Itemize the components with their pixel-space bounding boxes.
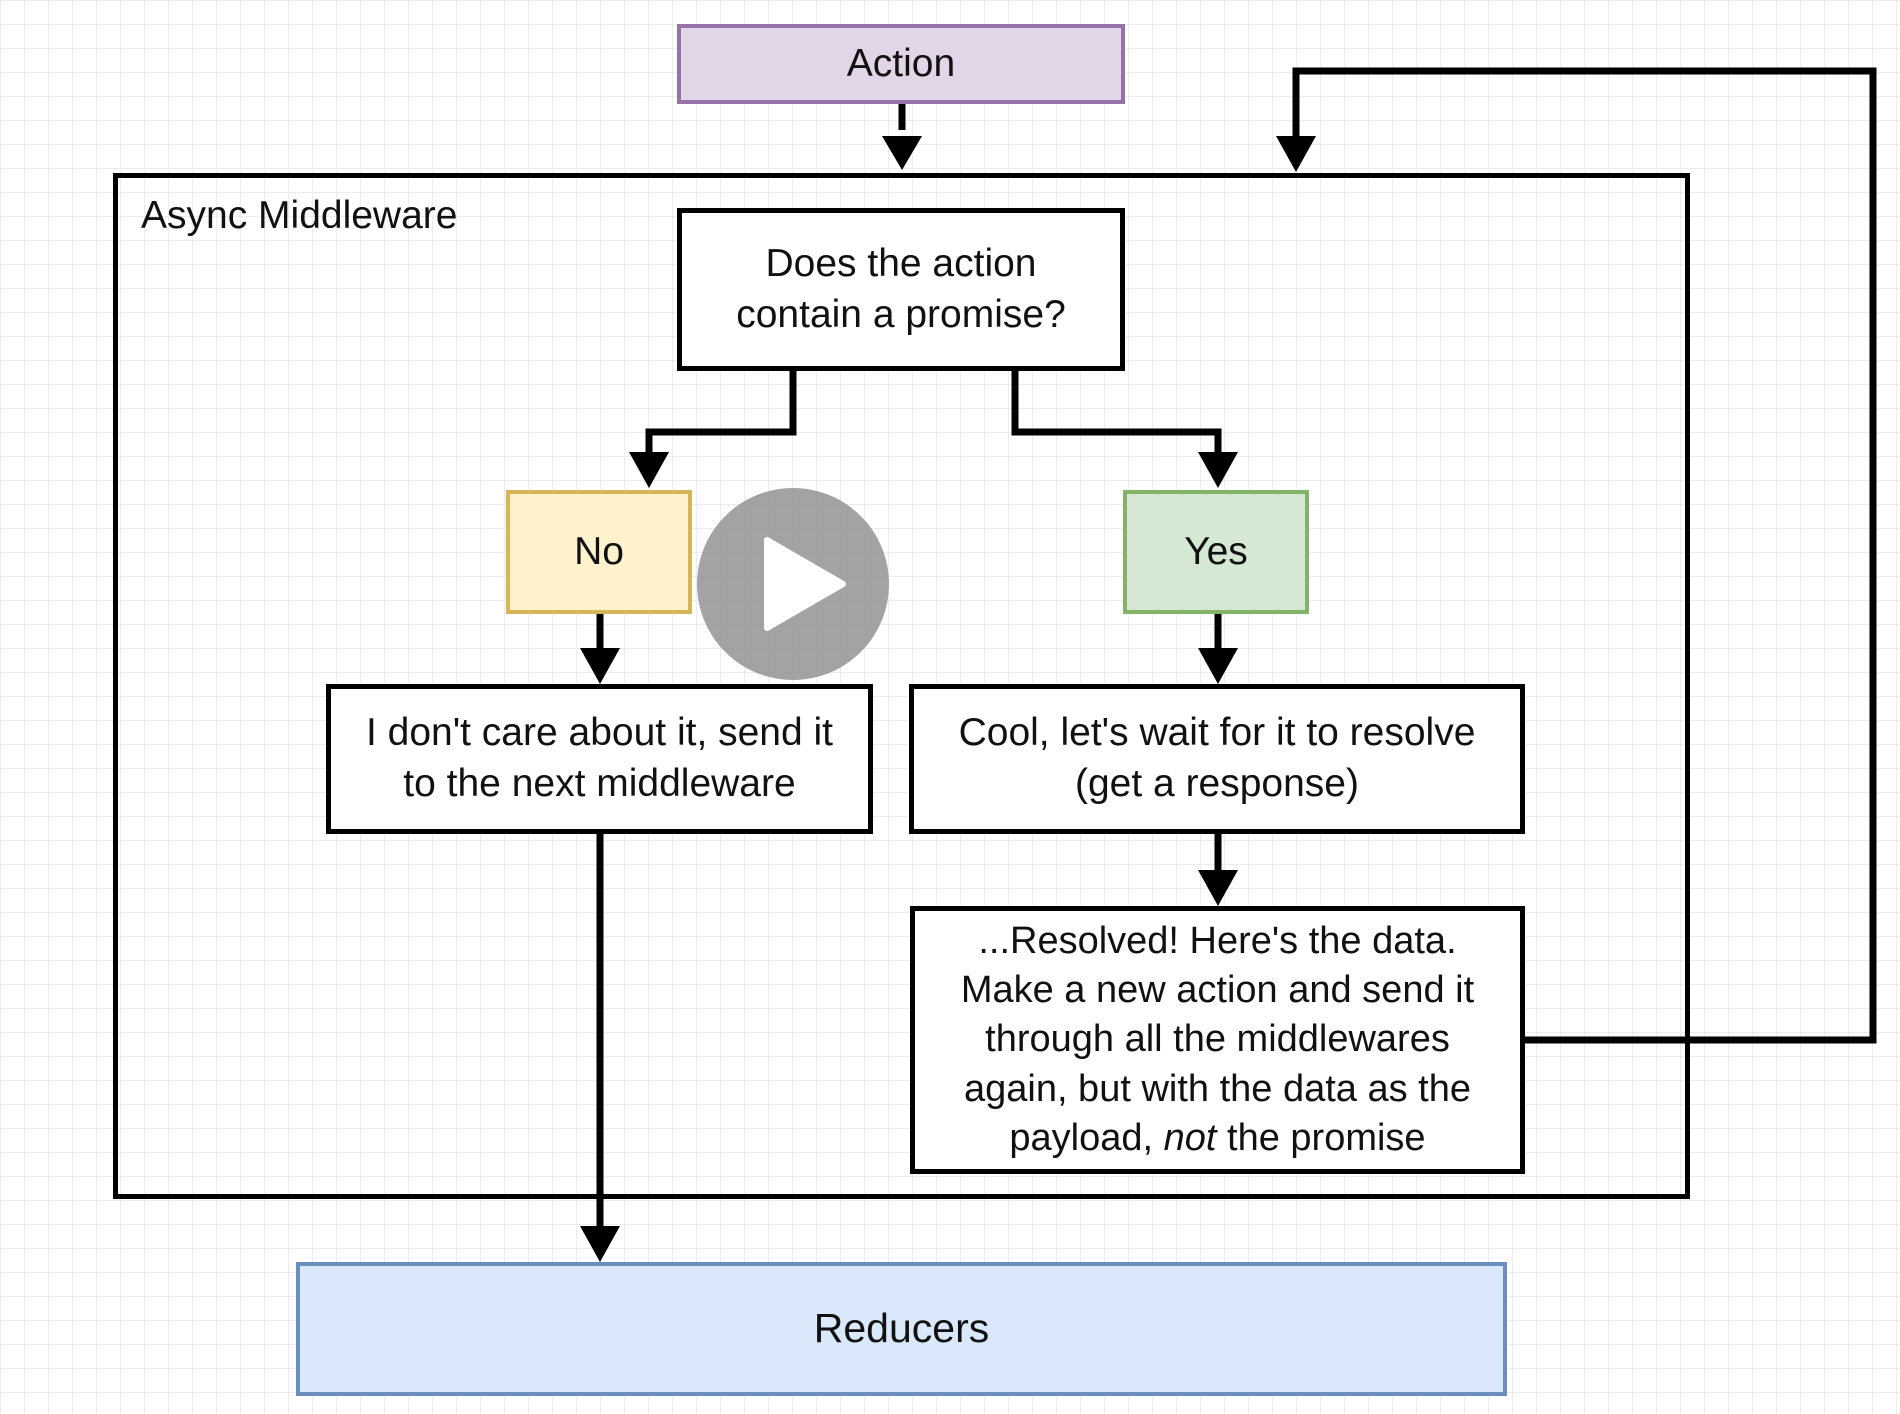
question-line-1: Does the action [765,241,1037,285]
resolved-line-1: ...Resolved! Here's the data. [978,919,1457,962]
arrowhead-no-to-dont-care [580,648,620,684]
arrow-question-to-yes [1011,371,1222,455]
resolved-line-5-emphasis: not [1163,1117,1217,1160]
resolved-line-4: again, but with the data as the [963,1067,1471,1110]
action-node: Action [677,24,1125,104]
yes-node: Yes [1123,490,1309,614]
arrowhead-yes-to-wait [1198,648,1238,684]
question-line-2: contain a promise? [736,292,1066,336]
no-label: No [574,529,624,573]
reducers-label: Reducers [813,1305,990,1352]
arrowhead-wait-to-resolved [1198,870,1238,906]
resolved-new-action-node: ...Resolved! Here's the data. Make a new… [910,906,1525,1174]
yes-label: Yes [1184,529,1248,573]
async-middleware-label: Async Middleware [141,194,458,237]
wait-line-1: Cool, let's wait for it to resolve [958,711,1476,755]
dont-care-line-2: to the next middleware [403,762,796,805]
arrow-resolved-loop-back [1292,67,1877,1044]
arrowhead-dont-care-to-reducers [580,1226,620,1262]
arrowhead-resolved-loop-back [1276,136,1316,172]
dont-care-line-1: I don't care about it, send it [365,711,834,755]
no-node: No [506,490,692,614]
resolved-line-5-pre: payload, [1009,1117,1164,1160]
action-label: Action [846,41,956,85]
resolved-line-5-post: the promise [1216,1117,1426,1160]
resolved-line-2: Make a new action and send it [960,968,1475,1011]
promise-question-node: Does the action contain a promise? [677,208,1125,371]
arrow-question-to-no [645,371,797,455]
arrowhead-question-to-no [629,452,669,488]
play-icon [764,537,846,631]
wait-line-2: (get a response) [1075,762,1359,805]
async-middleware-container [113,173,1690,1199]
pass-to-next-middleware-node: I don't care about it, send it to the ne… [326,684,873,834]
wait-for-resolve-node: Cool, let's wait for it to resolve (get … [909,684,1525,834]
resolved-line-5: payload, not the promise [961,1114,1474,1163]
arrowhead-action-to-middleware [882,136,922,170]
video-play-button[interactable] [697,488,889,680]
arrowhead-question-to-yes [1198,452,1238,488]
resolved-line-3: through all the middlewares [985,1018,1450,1061]
reducers-node: Reducers [296,1262,1507,1396]
